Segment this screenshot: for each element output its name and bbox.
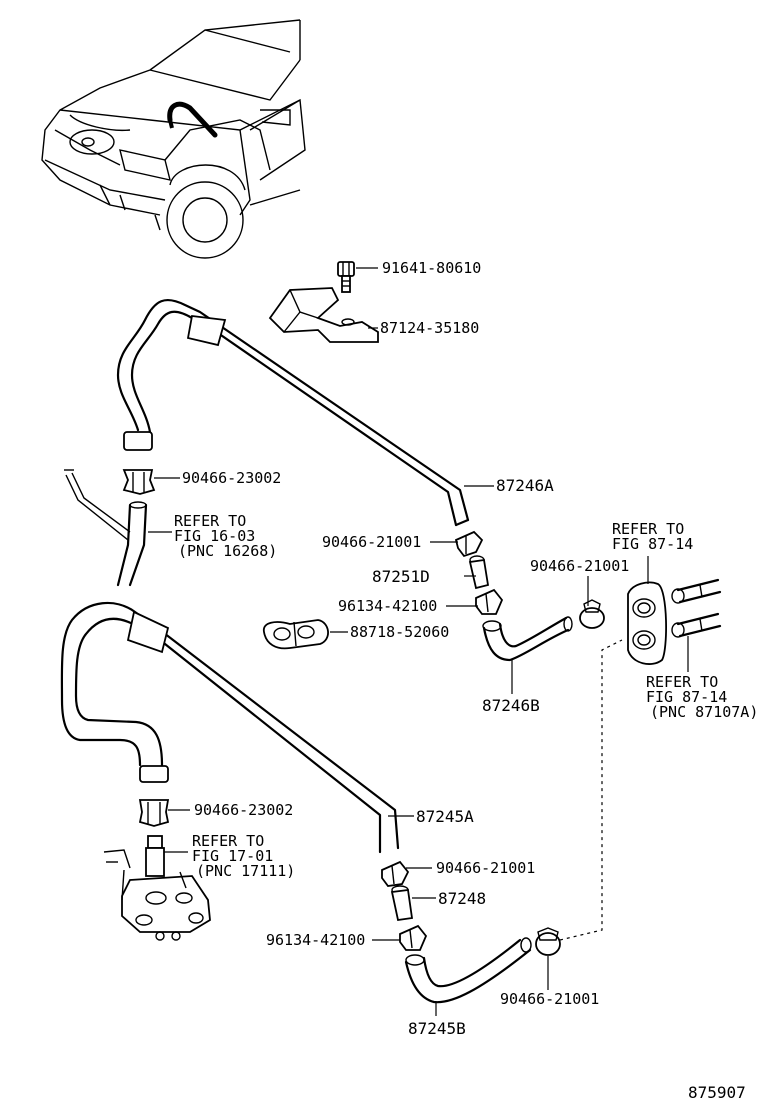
label-connector-1: 96134-42100 <box>338 597 437 615</box>
label-clamp-bottom: 90466-21001 <box>500 990 599 1008</box>
label-refer-fig-bot-1: REFER TO <box>646 673 718 691</box>
engine-pipe <box>64 469 148 587</box>
label-refer-engine-2: FIG 16-03 <box>174 527 255 545</box>
bracket-part <box>268 287 379 343</box>
clamp-90466-23002-lower <box>138 799 170 827</box>
label-connector-2: 96134-42100 <box>266 931 365 949</box>
connector-96134-42100-lower <box>399 924 428 951</box>
bolt-part <box>337 261 355 293</box>
hose-87245b <box>404 937 532 1004</box>
vehicle-illustration <box>41 19 306 259</box>
hose-87246b <box>482 616 573 662</box>
label-hose-b: 87246B <box>482 696 540 715</box>
figure-number: 875907 <box>688 1083 746 1102</box>
label-clip: 88718-52060 <box>350 623 449 641</box>
pipe-87251d <box>468 555 490 590</box>
clamp-90466-21001-right <box>579 599 605 629</box>
hose-87246a <box>116 298 470 527</box>
hose-87245a <box>60 601 400 854</box>
label-refer-fig-bot-2: FIG 87-14 <box>646 688 727 706</box>
label-clamp-right-1: 90466-21001 <box>530 557 629 575</box>
clamp-90466-21001-mid <box>454 530 484 558</box>
clip-88718-52060 <box>263 619 329 650</box>
label-refer-fig-top-2: FIG 87-14 <box>612 535 693 553</box>
connector-96134-42100-top <box>475 588 504 615</box>
label-refer-pump-2: FIG 17-01 <box>192 847 273 865</box>
clamp-90466-21001-bottom <box>535 927 561 956</box>
label-bolt: 91641-80610 <box>382 259 481 277</box>
label-hose-d: 87245B <box>408 1019 466 1038</box>
clamp-90466-23002-top <box>122 469 156 495</box>
label-clamp-lower-left: 90466-23002 <box>194 801 293 819</box>
label-refer-pump-1: REFER TO <box>192 832 264 850</box>
label-clamp-mid-1: 90466-21001 <box>322 533 421 551</box>
clamp-90466-21001-mid2 <box>381 860 410 887</box>
label-hose-c: 87245A <box>416 807 474 826</box>
heater-pipes <box>671 578 722 638</box>
label-hose-a: 87246A <box>496 476 554 495</box>
label-pipe-e: 87248 <box>438 889 486 908</box>
label-bracket: 87124-35180 <box>380 319 479 337</box>
grommet-part <box>627 581 667 665</box>
label-refer-engine-3: (PNC 16268) <box>178 542 277 560</box>
label-refer-fig-top-1: REFER TO <box>612 520 684 538</box>
label-pipe-d: 87251D <box>372 567 430 586</box>
dashed-connector <box>559 639 623 941</box>
leader-lines <box>148 267 689 1016</box>
label-refer-engine-1: REFER TO <box>174 512 246 530</box>
pipe-87248 <box>390 885 414 922</box>
label-clamp-mid-2: 90466-21001 <box>436 859 535 877</box>
label-refer-fig-bot-3: (PNC 87107A) <box>650 703 758 721</box>
part-labels: 91641-80610 87124-35180 87246A 90466-230… <box>174 259 758 1102</box>
label-clamp-top-left: 90466-23002 <box>182 469 281 487</box>
label-refer-pump-3: (PNC 17111) <box>196 862 295 880</box>
water-pump <box>103 835 211 941</box>
